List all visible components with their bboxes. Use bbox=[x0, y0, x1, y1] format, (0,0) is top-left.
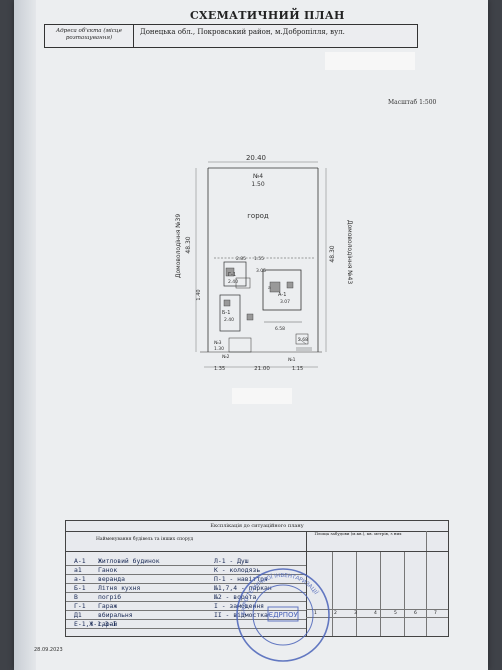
lot-n1: №1 bbox=[288, 357, 296, 363]
dim-c: 3.05 bbox=[256, 268, 266, 274]
lot-n2: №2 bbox=[222, 354, 230, 360]
official-stamp: ЄДРПОУ БЮРО ТЕХНІЧНОЇ ІНВЕНТАРИЗАЦІЇ bbox=[236, 568, 330, 662]
building-ya-label: а bbox=[268, 286, 271, 291]
redacted-area bbox=[325, 52, 415, 70]
legend-col-number: 7 bbox=[434, 611, 437, 616]
dim-d: 6.58 bbox=[275, 326, 285, 332]
lot-n3: №3 bbox=[214, 340, 222, 346]
stamp-ring-text: БЮРО ТЕХНІЧНОЇ ІНВЕНТАРИЗАЦІЇ bbox=[241, 573, 320, 615]
legend-col-number: 1 bbox=[314, 611, 317, 616]
legend-header: Найменування будівель та інших споруд bbox=[66, 531, 307, 552]
scale-label: Масштаб 1:500 bbox=[388, 99, 437, 106]
bottom-right-label: 1.15 bbox=[292, 366, 303, 372]
document-date: 28.09.2023 bbox=[34, 647, 63, 653]
right-height-label: 48.30 bbox=[329, 245, 336, 262]
dim-a: 2.85 bbox=[236, 256, 246, 262]
legend-col-number: 4 bbox=[374, 611, 377, 616]
right-neighbor-label: Домоволодіння №43 bbox=[346, 220, 353, 285]
legend-col-number: 6 bbox=[414, 611, 417, 616]
address-value: Донецька обл., Покровський район, м.Добр… bbox=[140, 28, 345, 36]
dim-h: 2.68 bbox=[298, 337, 308, 343]
address-box: Адреса об'єкта (місце розташування) Доне… bbox=[44, 24, 418, 48]
redacted-house-number bbox=[232, 388, 292, 404]
building-g1 bbox=[223, 261, 247, 287]
top-width-label: 20.40 bbox=[246, 154, 266, 162]
building-b-label: Б-1 bbox=[222, 310, 230, 316]
building-g-label: Г-1 bbox=[228, 272, 236, 278]
legend-col-number: 2 bbox=[334, 611, 337, 616]
legend-area-header: Площа забудови (м.кв.), кв. метрів, з ни… bbox=[314, 531, 402, 536]
legend-table: Експлікація до ситуаційного плану Наймен… bbox=[65, 520, 449, 637]
dim-b: 1.55 bbox=[254, 256, 264, 262]
bottom-left-label: 1.35 bbox=[214, 366, 225, 372]
building-b1 bbox=[219, 294, 241, 332]
top-lot-label: №4 bbox=[253, 173, 263, 180]
legend-title: Експлікація до ситуаційного плану bbox=[66, 521, 448, 532]
dim-e-top: 2.40 bbox=[228, 279, 238, 285]
left-height-label: 48.30 bbox=[185, 236, 192, 253]
left-neighbor-label: Домоволодіння №39 bbox=[175, 214, 182, 279]
building-a1 bbox=[262, 269, 302, 311]
legend-col-name: Найменування будівель та інших споруд bbox=[96, 537, 194, 542]
side-left-label: 1.40 bbox=[196, 289, 202, 300]
stamp-center-text: ЄДРПОУ bbox=[268, 611, 298, 619]
dim-e: 2.40 bbox=[224, 317, 234, 323]
dim-g: 1.30 bbox=[214, 346, 224, 352]
address-label: Адреса об'єкта (місце розташування) bbox=[45, 25, 134, 47]
garden-label: город bbox=[247, 212, 269, 220]
legend-col-number: 5 bbox=[394, 611, 397, 616]
document-title: СХЕМАТИЧНИЙ ПЛАН bbox=[190, 9, 345, 22]
building-a-label: А-1 bbox=[278, 292, 286, 298]
dim-f: 3.07 bbox=[280, 299, 290, 305]
legend-col-number: 3 bbox=[354, 611, 357, 616]
page-binding-edge bbox=[14, 0, 36, 670]
bottom-width-label: 21.00 bbox=[254, 366, 270, 372]
top-lot-dim: 1.50 bbox=[251, 181, 265, 188]
svg-text:БЮРО ТЕХНІЧНОЇ ІНВЕНТАРИЗАЦІЇ: БЮРО ТЕХНІЧНОЇ ІНВЕНТАРИЗАЦІЇ bbox=[241, 573, 320, 615]
